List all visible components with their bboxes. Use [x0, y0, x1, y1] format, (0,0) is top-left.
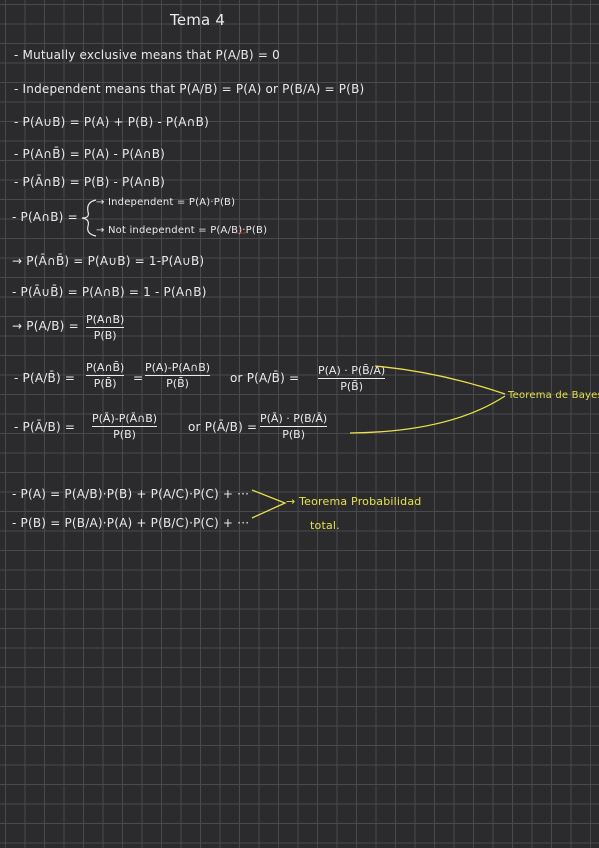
fraction-denominator: P(B) [282, 428, 305, 441]
bayes-row2-fraction2: P(Ā) · P(B/Ā) P(B) [260, 412, 328, 441]
page-title: Tema 4 [170, 11, 226, 29]
conditional-numerator: P(A∩B) [86, 313, 125, 326]
bayes-row1-fraction1: P(A∩B̄) P(B̄) [86, 361, 125, 390]
fraction-numerator: P(A∩B̄) [86, 361, 125, 374]
fraction-bar [86, 375, 125, 376]
bayes-row2-or: or P(Ā/B) = [188, 420, 258, 434]
not-independent-case: → Not independent = P(A/B)·P(B) [96, 225, 268, 236]
conditional-lhs: → P(A/B) = [12, 319, 79, 333]
fraction-numerator: P(A)-P(A∩B) [145, 361, 211, 374]
fraction-denominator: P(B̄) [340, 380, 363, 393]
fraction-bar [92, 426, 158, 427]
total-prob-label-2: total. [310, 519, 340, 532]
fraction-bar [318, 378, 386, 379]
bayes-row1-lhs: - P(A/B̄) = [14, 371, 76, 385]
fraction-denominator: P(B) [113, 428, 136, 441]
fraction-bar [145, 375, 211, 376]
bayes-row2-lhs: - P(Ā/B) = [14, 420, 76, 434]
fraction-numerator: P(A) · P(B̄/A) [318, 364, 386, 377]
independent-line: - Independent means that P(A/B) = P(A) o… [14, 82, 365, 96]
independent-case: → Independent = P(A)·P(B) [96, 197, 236, 208]
fraction-denominator: P(B̄) [93, 377, 117, 390]
union-formula: - P(A∪B) = P(A) + P(B) - P(A∩B) [14, 115, 209, 129]
bayes-row1-fraction2: P(A)-P(A∩B) P(B̄) [145, 361, 211, 390]
bayes-row2-fraction1: P(Ā)-P(Ā∩B) P(B) [92, 412, 158, 441]
total-prob-b: - P(B) = P(B/A)·P(A) + P(B/C)·P(C) + ··· [12, 516, 250, 530]
fraction-numerator: P(Ā) · P(B/Ā) [260, 412, 328, 425]
bayes-theorem-label: Teorema de Bayes. [508, 390, 599, 401]
not-a-and-b-formula: - P(Ā∩B) = P(B) - P(A∩B) [14, 175, 166, 189]
conditional-denominator: P(B) [93, 329, 117, 342]
bayes-row1-fraction3: P(A) · P(B̄/A) P(B̄) [318, 364, 386, 393]
mutually-exclusive-line: - Mutually exclusive means that P(A/B) =… [14, 48, 280, 62]
red-scribble: """ [236, 231, 247, 239]
fraction-bar [86, 327, 125, 328]
complement-intersection-formula: → P(Ā∩B̄) = P(A∪B) = 1-P(A∪B) [12, 254, 205, 268]
fraction-numerator: P(Ā)-P(Ā∩B) [92, 412, 158, 425]
total-prob-a: - P(A) = P(A/B)·P(B) + P(A/C)·P(C) + ··· [12, 487, 250, 501]
bayes-row1-or: or P(A/B̄) = [230, 371, 300, 385]
fraction-denominator: P(B̄) [166, 377, 189, 390]
a-and-not-b-formula: - P(A∩B̄) = P(A) - P(A∩B) [14, 147, 166, 161]
complement-union-formula: - P(Ā∪B̄) = P(A∩B) = 1 - P(A∩B) [12, 285, 207, 299]
intersection-lhs: - P(A∩B) = [12, 210, 78, 224]
fraction-bar [260, 426, 328, 427]
total-prob-label: → Teorema Probabilidad [286, 495, 422, 508]
conditional-fraction: P(A∩B) P(B) [86, 313, 125, 342]
equals-sign: = [133, 371, 144, 385]
